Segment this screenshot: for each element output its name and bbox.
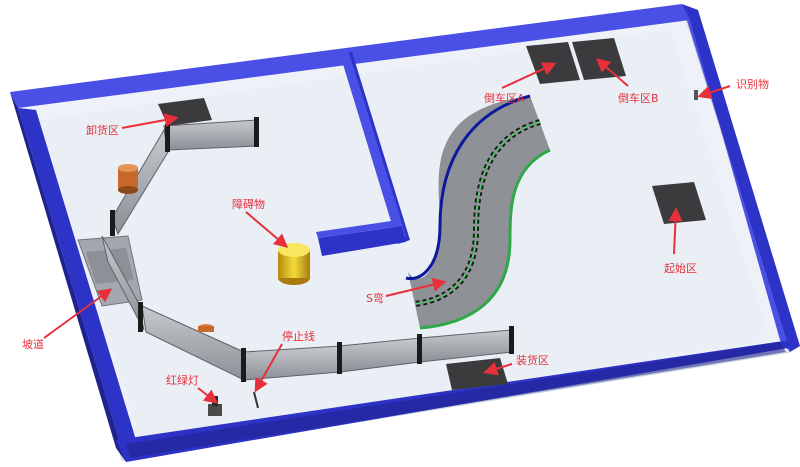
label-unload-zone: 卸货区: [86, 123, 119, 137]
annotation-arrows: [43, 58, 731, 404]
marker-cylinder-1: [118, 164, 138, 194]
label-marker: 识别物: [736, 77, 769, 91]
label-reverse-zone-b: 倒车区B: [618, 91, 659, 105]
label-obstacle: 障碍物: [232, 197, 265, 211]
annotation-labels: 卸货区 倒车区A 倒车区B 识别物 障碍物 起始区 S弯 坡道 停止线 装货区 …: [22, 77, 769, 387]
label-stop-line: 停止线: [282, 329, 315, 343]
obstacle-barrel: [278, 243, 310, 285]
label-ramp: 坡道: [22, 337, 44, 351]
label-s-curve: S弯: [366, 291, 384, 305]
label-traffic-light: 红绿灯: [166, 373, 199, 387]
inner-walls: [316, 50, 410, 256]
label-start-zone: 起始区: [664, 261, 697, 275]
start-zone: [652, 182, 706, 224]
marker-cylinder-2: [198, 324, 214, 332]
stop-line: [253, 391, 259, 409]
s-curve: [405, 94, 551, 330]
fence-posts: [110, 117, 514, 382]
identification-marker: [694, 90, 698, 100]
label-reverse-zone-a: 倒车区A: [484, 91, 525, 105]
label-load-zone: 装货区: [516, 353, 549, 367]
